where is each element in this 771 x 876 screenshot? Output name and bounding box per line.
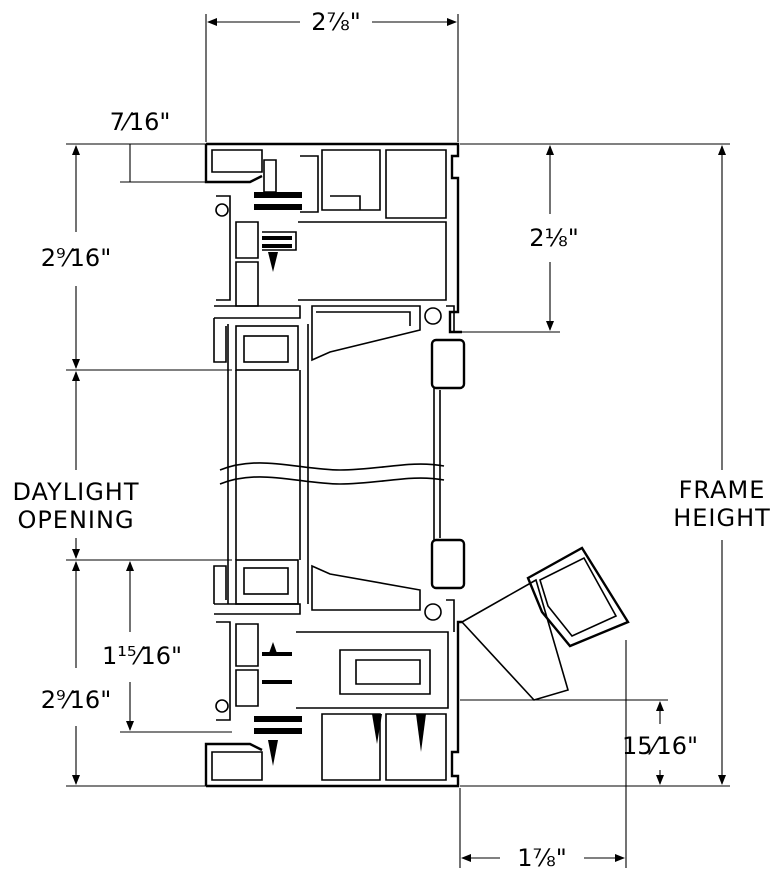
- dimension-lines: [66, 14, 730, 868]
- daylight-label-line1: DAYLIGHT: [12, 478, 139, 506]
- dim-bottom-mid: 1¹⁵⁄16": [102, 642, 182, 670]
- window-section: [204, 142, 630, 788]
- dim-right-top: 2⅛": [529, 224, 579, 252]
- dimension-labels: 2⅞" 7⁄16" 2⁹⁄16" 2⅛" 1¹⁵⁄16" 2⁹⁄16" 15⁄1…: [12, 8, 771, 872]
- dim-bottom-height: 2⁹⁄16": [41, 686, 111, 714]
- frame-height-label-line2: HEIGHT: [673, 504, 771, 532]
- dim-bottom-width: 1⅞": [517, 844, 567, 872]
- daylight-label-line2: OPENING: [17, 506, 134, 534]
- dim-top-height: 2⁹⁄16": [41, 244, 111, 272]
- dim-frame-depth: 2⅞": [311, 8, 361, 36]
- dim-top-offset: 7⁄16": [110, 108, 171, 136]
- dim-bottom-right: 15⁄16": [622, 732, 698, 760]
- frame-height-label-line1: FRAME: [679, 476, 766, 504]
